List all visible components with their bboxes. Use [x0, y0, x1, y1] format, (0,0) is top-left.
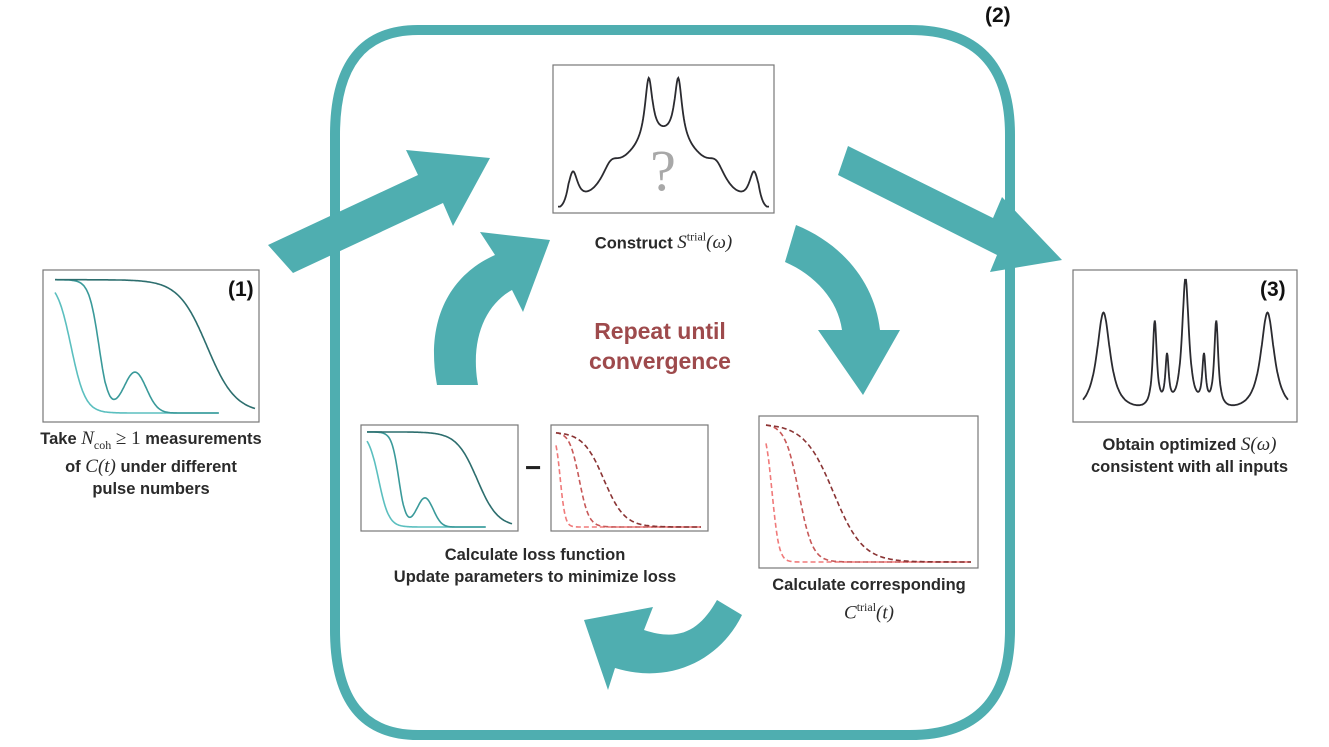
n-var: N — [81, 428, 94, 449]
step3-number: (3) — [1260, 278, 1286, 301]
trial-curve-1 — [765, 443, 971, 563]
loss-trial-curves — [555, 431, 701, 528]
coherence-curve-2 — [55, 278, 219, 414]
trial-spectrum-line — [558, 75, 769, 208]
step1-caption-post: measurements — [140, 430, 262, 448]
step3-caption: Obtain optimized S(ω) consistent with al… — [1050, 434, 1329, 478]
step3-line2: consistent with all inputs — [1090, 458, 1289, 476]
coherence-curve-2 — [367, 431, 486, 528]
panel-loss-trial — [550, 424, 709, 532]
curved-arrow-left — [584, 600, 742, 690]
c-var: C — [844, 602, 857, 624]
step1-line2-pre: of — [65, 457, 86, 476]
loss-line2: Update parameters to minimize loss — [393, 568, 677, 586]
loss-caption: Calculate loss function Update parameter… — [340, 544, 730, 588]
s-omega-math: S(ω) — [1240, 434, 1277, 455]
arrow-step1-to-construct — [268, 150, 490, 273]
geq-one: ≥ 1 — [111, 428, 141, 449]
construct-label: Construct — [594, 234, 678, 253]
loop-frame — [330, 25, 1015, 740]
step1-line2-post: under different — [115, 457, 237, 476]
construct-caption: Construct Strial(ω) — [553, 226, 774, 254]
measured-curves — [54, 278, 256, 414]
minus-sign: − — [525, 452, 542, 483]
step1-caption-pre: Take — [40, 430, 82, 448]
panel-trial-spectrum — [552, 64, 775, 214]
t-arg: (t) — [876, 602, 894, 624]
loss-line1: Calculate loss function — [444, 546, 626, 564]
trial-curve-3 — [555, 432, 701, 528]
s-trial-math: Strial(ω) — [677, 230, 733, 254]
optimized-spectrum-curve — [1082, 278, 1289, 407]
c-of-t-math: C(t) — [85, 455, 116, 477]
repeat-until-convergence: Repeat until convergence — [540, 316, 780, 376]
question-mark: ? — [650, 138, 676, 203]
coherence-curve-3 — [367, 431, 513, 525]
corresponding-line1: Calculate corresponding — [772, 576, 966, 594]
step2-number: (2) — [985, 4, 1011, 27]
loss-measured-curves — [366, 431, 513, 528]
corresponding-caption: Calculate corresponding Ctrial(t) — [740, 574, 998, 624]
c-trial-curves — [765, 424, 971, 563]
repeat-line2: convergence — [589, 348, 731, 374]
panel-loss-measured — [360, 424, 519, 532]
step3-caption-pre: Obtain optimized — [1102, 436, 1241, 454]
panel-c-trial — [758, 415, 979, 569]
curved-arrow-down — [785, 225, 900, 395]
curved-arrow-up — [434, 232, 550, 385]
coh-sub: coh — [93, 437, 112, 452]
optimized-spectrum-line — [1082, 278, 1289, 407]
step1-line3: pulse numbers — [92, 479, 210, 498]
trial-sup: trial — [686, 230, 707, 244]
trial-sup2: trial — [856, 600, 877, 614]
arrow-construct-to-step3 — [838, 146, 1062, 272]
s-var: S — [677, 232, 687, 254]
panel-optimized-spectrum — [1072, 269, 1298, 423]
repeat-line1: Repeat until — [594, 318, 726, 344]
c-trial-math: Ctrial(t) — [740, 596, 998, 624]
step1-number: (1) — [228, 278, 254, 301]
trial-spectrum-curve — [558, 75, 769, 208]
trial-curve-3 — [765, 424, 971, 563]
omega-arg: (ω) — [706, 232, 733, 254]
n-coh-math: Ncoh ≥ 1 — [81, 428, 141, 452]
step1-caption: Take Ncoh ≥ 1 measurements of C(t) under… — [0, 428, 302, 500]
coherence-curve-3 — [55, 278, 256, 410]
